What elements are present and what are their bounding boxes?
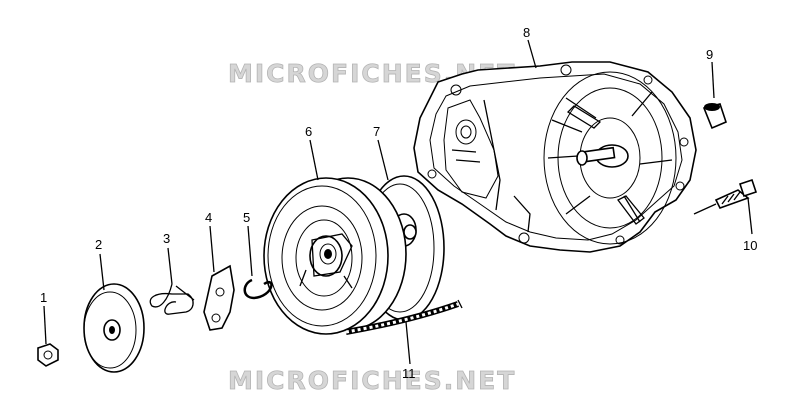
- callout-6: 6: [305, 124, 312, 139]
- callout-8: 8: [523, 25, 530, 40]
- part-2-cover-disc: [83, 283, 145, 373]
- part-1-nut: [37, 343, 59, 367]
- callout-9: 9: [706, 47, 713, 62]
- callout-11: 11: [402, 366, 416, 381]
- callout-2: 2: [95, 237, 102, 252]
- part-9-bushing: [702, 103, 727, 130]
- watermark-bottom: MICROFICHES.NET: [228, 366, 516, 395]
- callout-10: 10: [743, 238, 757, 253]
- part-4-pawl: [203, 264, 235, 331]
- part-11-rope: [345, 299, 463, 335]
- callout-1: 1: [40, 290, 47, 305]
- part-3-spring-clip: [149, 283, 195, 315]
- leader-lines: [43, 39, 753, 365]
- callout-3: 3: [163, 231, 170, 246]
- part-6-reel: [263, 177, 407, 335]
- callout-5: 5: [243, 210, 250, 225]
- part-10-bolt: [714, 178, 758, 209]
- part-5-snap-ring: [243, 278, 273, 300]
- callout-7: 7: [373, 124, 380, 139]
- callout-4: 4: [205, 210, 212, 225]
- part-8-housing: [413, 61, 697, 253]
